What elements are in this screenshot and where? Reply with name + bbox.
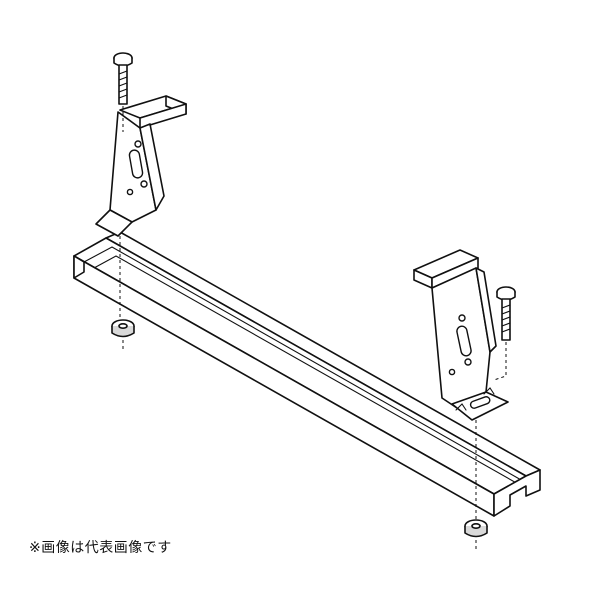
bolt-left: [113, 52, 133, 132]
nut-left: [111, 319, 135, 350]
nut-right: [464, 519, 488, 550]
rail-channel: [73, 231, 541, 517]
representative-image-note: ※画像は代表画像です: [29, 540, 172, 556]
bracket-left: [95, 95, 187, 237]
bolt-right: [493, 286, 516, 381]
bracket-right: [413, 249, 509, 421]
